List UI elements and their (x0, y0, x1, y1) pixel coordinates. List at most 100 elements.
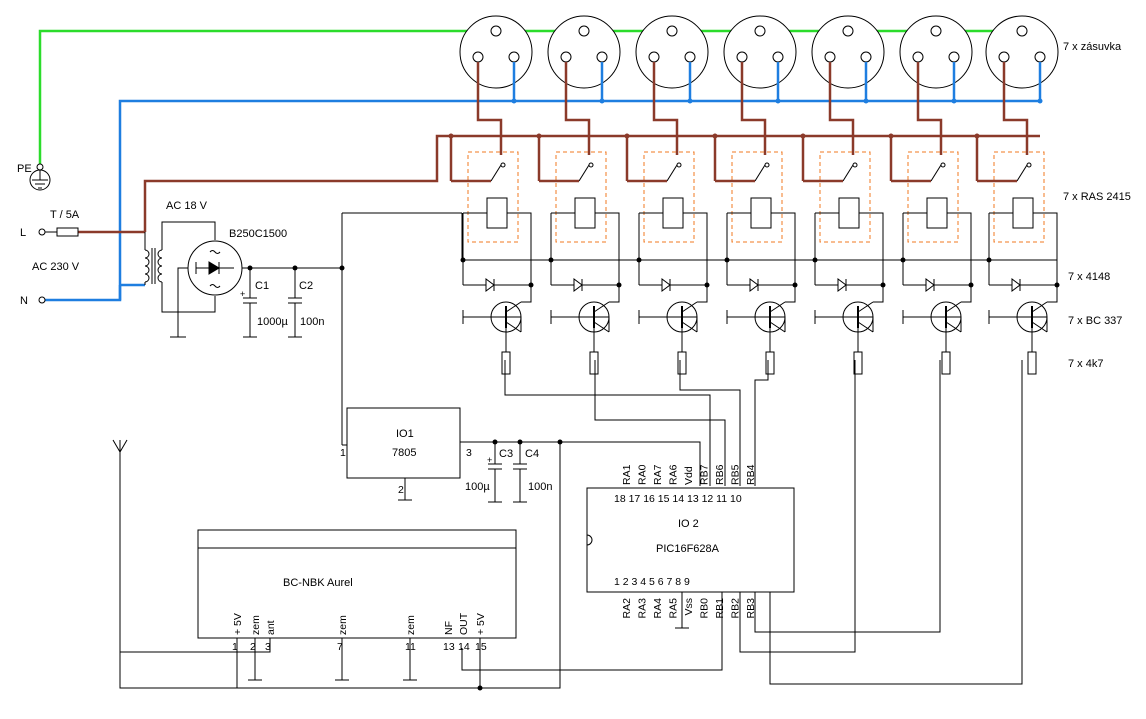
receiver-pin-number: 14 (458, 641, 470, 653)
outlet-icon (811, 15, 885, 155)
relay (448, 133, 534, 292)
neutral-wire (44, 99, 1040, 302)
relay (624, 133, 710, 292)
outlet-icon (899, 15, 973, 155)
transistor (726, 285, 796, 352)
pic-top-pin-numbers: 18 17 16 15 14 13 12 11 10 (614, 493, 742, 505)
outlets-group (459, 15, 1059, 155)
c1-c2-caps (243, 212, 462, 446)
svg-text:+: + (240, 289, 245, 299)
outlets-label: 7 x zásuvka (1063, 41, 1122, 53)
io1-name: IO1 (396, 428, 414, 440)
receiver-pin-number: 1 (232, 641, 238, 653)
receiver-pin-name: OUT (458, 612, 470, 635)
c4-value: 100n (528, 481, 552, 493)
pic-bottom-pin-ra5: RA5 (668, 598, 680, 619)
pic-bottom-pin-vss: Vss (683, 598, 695, 616)
c2-label: C2 (299, 280, 313, 292)
receiver-pin-name: zem (337, 615, 349, 635)
pic-top-pin-rb5: RB5 (730, 464, 742, 485)
c1-label: C1 (255, 280, 269, 292)
transistors-label: 7 x BC 337 (1068, 315, 1122, 327)
outlet-icon (547, 15, 621, 155)
outlet-icon (635, 15, 709, 155)
receiver-pin-number: 7 (337, 641, 343, 653)
fuse-label: T / 5A (50, 209, 80, 221)
pic-bottom-pin-rb1: RB1 (714, 598, 726, 619)
pic-top-pin-vdd: Vdd (683, 466, 695, 485)
c2-value: 100n (300, 316, 324, 328)
io1-part: 7805 (392, 447, 416, 459)
pic-bottom-pin-ra3: RA3 (637, 598, 649, 619)
secondary-label: AC 18 V (166, 200, 208, 212)
pic-top-pin-rb6: RB6 (714, 464, 726, 485)
l-terminal (38, 228, 46, 236)
resistor (1027, 351, 1037, 375)
transistor (814, 285, 884, 352)
c1-value: 1000µ (257, 316, 288, 328)
pic-top-pin-ra1: RA1 (621, 464, 633, 485)
n-label: N (20, 295, 28, 307)
outlet-icon (459, 15, 533, 155)
receiver-pin-number: 11 (405, 641, 416, 653)
c3-label: C3 (499, 448, 513, 460)
pic-top-pin-rb7: RB7 (699, 464, 711, 485)
transistor (550, 285, 620, 352)
resistor (677, 351, 687, 375)
n-terminal (38, 296, 46, 304)
io2-pic (586, 487, 795, 593)
pic-top-pin-rb4: RB4 (745, 464, 757, 485)
diodes-label: 7 x 4148 (1068, 271, 1110, 283)
io2-name: IO 2 (678, 518, 699, 530)
receiver-name: BC-NBK Aurel (283, 577, 353, 589)
io1-pin2: 2 (398, 484, 404, 496)
pic-bottom-pin-ra2: RA2 (621, 598, 633, 619)
receiver-pin-name: NF (443, 621, 455, 635)
svg-text:+: + (487, 455, 492, 465)
transistor (638, 285, 708, 352)
pic-top-pin-ra6: RA6 (668, 464, 680, 485)
transistor (902, 285, 972, 352)
resistor (589, 351, 599, 375)
receiver-pin-number: 15 (475, 641, 487, 653)
pic-top-pin-ra7: RA7 (652, 464, 664, 485)
bridge-label: B250C1500 (229, 228, 287, 240)
pic-bottom-pin-ra4: RA4 (652, 598, 664, 619)
transformer (144, 221, 216, 313)
receiver-pin-name: + 5V (475, 613, 487, 635)
c4-label: C4 (525, 448, 539, 460)
relay (888, 133, 974, 292)
resistor (501, 351, 511, 375)
receiver-pin-name: + 5V (232, 613, 244, 635)
receiver-pin-number: 13 (443, 641, 455, 653)
c3-value: 100µ (465, 481, 490, 493)
channels-group (448, 133, 1060, 375)
relay (712, 133, 798, 292)
receiver-pin-name: zem (250, 615, 262, 635)
io1-pin3: 3 (466, 447, 472, 459)
io1-pin1: 1 (340, 447, 346, 459)
pe-label: PE (17, 163, 32, 175)
relay (536, 133, 622, 292)
outlet-icon (985, 15, 1059, 155)
outlet-icon (723, 15, 797, 155)
pe-terminal (36, 163, 44, 171)
pic-bottom-pin-numbers: 1 2 3 4 5 6 7 8 9 (614, 576, 690, 588)
receiver-pin-name: zem (405, 615, 417, 635)
relay (800, 133, 886, 292)
resistor (941, 351, 951, 375)
pe-wire (38, 29, 1040, 165)
pic-bottom-pin-rb0: RB0 (699, 598, 711, 619)
resistors-label: 7 x 4k7 (1068, 358, 1103, 370)
fuse (56, 227, 79, 237)
l-label: L (20, 227, 26, 239)
io1-regulator (346, 407, 461, 479)
bridge-rectifier (170, 240, 342, 338)
pic-top-pin-ra0: RA0 (637, 464, 649, 485)
pe-ground-icon (29, 168, 51, 191)
receiver-pin-number: 3 (265, 641, 271, 653)
transistor (988, 285, 1058, 352)
transistor (462, 285, 532, 352)
resistor (765, 351, 775, 375)
